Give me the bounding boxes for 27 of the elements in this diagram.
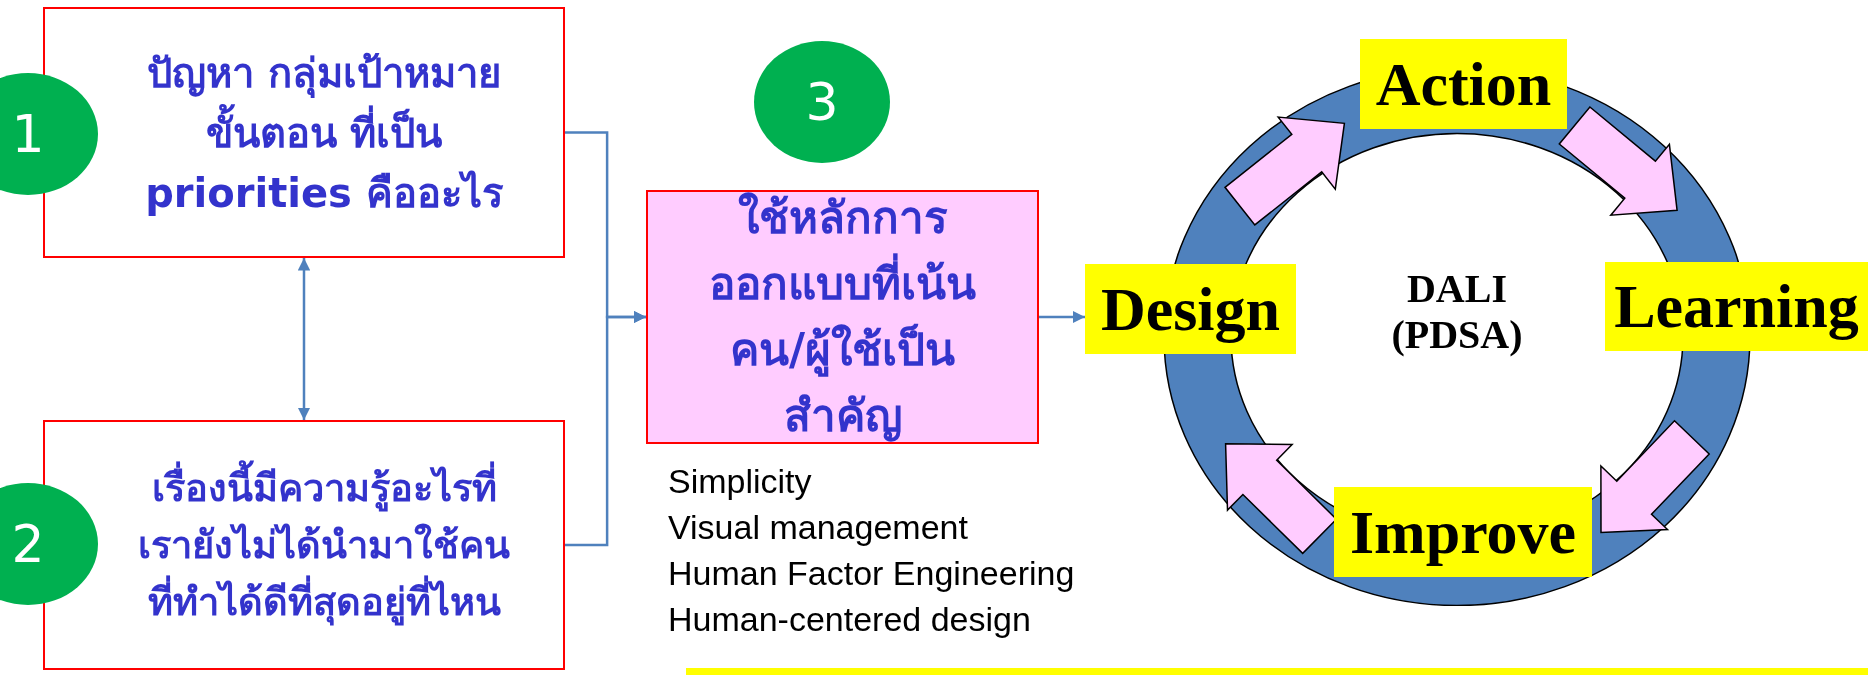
- list-item: Human Factor Engineering: [668, 554, 1075, 593]
- block-arrow: [1600, 419, 1711, 534]
- box-text: ใช้หลักการออกแบบที่เน้นคน/ผู้ใช้เป็นสำคัญ: [708, 191, 977, 444]
- stage-box: [1360, 39, 1567, 129]
- stage-label: Design: [1100, 273, 1281, 345]
- list-item: Visual management: [668, 508, 968, 547]
- step-number: 2: [11, 514, 45, 574]
- list-item: Human-centered design: [668, 600, 1031, 639]
- step-number: 1: [11, 104, 45, 164]
- stage-box: [1605, 262, 1868, 351]
- step-number: 3: [805, 72, 839, 132]
- text-box: [43, 7, 565, 258]
- stage-box: [1085, 264, 1296, 354]
- block-arrow: [1223, 116, 1346, 226]
- stage-label: Improve: [1349, 496, 1577, 568]
- box-text: เรื่องนี้มีความรู้อะไรที่เรายังไม่ได้นำมาใช้คนที่ทำได้ดีที่สุดอยู่ที่ไหน: [129, 459, 519, 631]
- block-arrow: [1558, 105, 1678, 217]
- stage-label: Action: [1375, 48, 1552, 120]
- connector-arrow: [565, 310, 646, 547]
- process-box: [646, 190, 1039, 444]
- connector-arrow: [1039, 310, 1085, 324]
- connector-arrow: [297, 258, 311, 420]
- list-item: Simplicity: [668, 462, 812, 501]
- text-box: [43, 420, 565, 670]
- stage-label: Learning: [1614, 271, 1859, 342]
- cycle-title: DALI (PDSA): [1390, 265, 1524, 358]
- box-text: ปัญหา กลุ่มเป้าหมาย ขั้นตอน ที่เป็น priorities คืออะไร: [144, 48, 504, 218]
